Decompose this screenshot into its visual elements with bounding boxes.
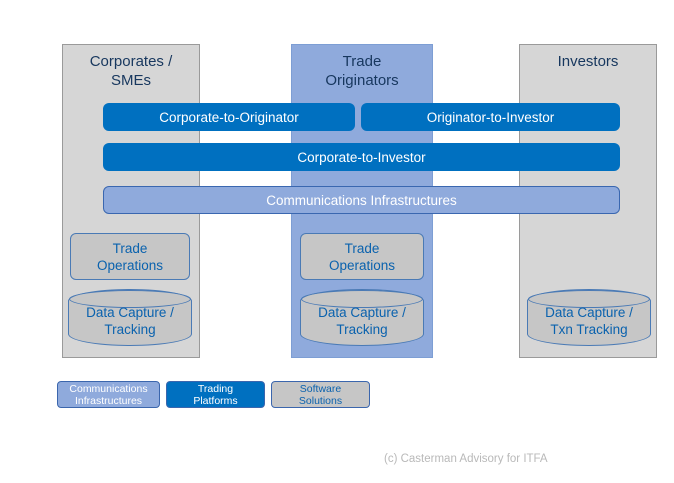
legend-software-solutions: Software Solutions [271,381,370,408]
cylinder-label: Data Capture / Tracking [86,305,174,337]
column-header-trade-originators: Trade Originators [325,53,399,89]
footer-credit: (c) Casterman Advisory for ITFA [384,453,548,465]
bar-originator-to-investor: Originator-to-Investor [361,103,620,131]
legend-trading-platforms: Trading Platforms [166,381,265,408]
cylinder-data-capture-originators: Data Capture / Tracking [300,289,424,346]
bar-corporate-to-originator: Corporate-to-Originator [103,103,355,131]
column-header-corporates-smes: Corporates / SMEs [89,53,173,89]
cylinder-label: Data Capture / Tracking [318,305,406,337]
bar-corporate-to-investor: Corporate-to-Investor [103,143,620,171]
box-trade-operations-corporates: Trade Operations [70,233,190,280]
bar-communications-infrastructures: Communications Infrastructures [103,186,620,214]
cylinder-data-capture-investors: Data Capture / Txn Tracking [527,289,651,346]
cylinder-label: Data Capture / Txn Tracking [545,305,633,337]
box-trade-operations-originators: Trade Operations [300,233,424,280]
legend-communications-infrastructures: Communications Infrastructures [57,381,160,408]
cylinder-data-capture-corporates: Data Capture / Tracking [68,289,192,346]
column-header-investors: Investors [557,53,619,70]
